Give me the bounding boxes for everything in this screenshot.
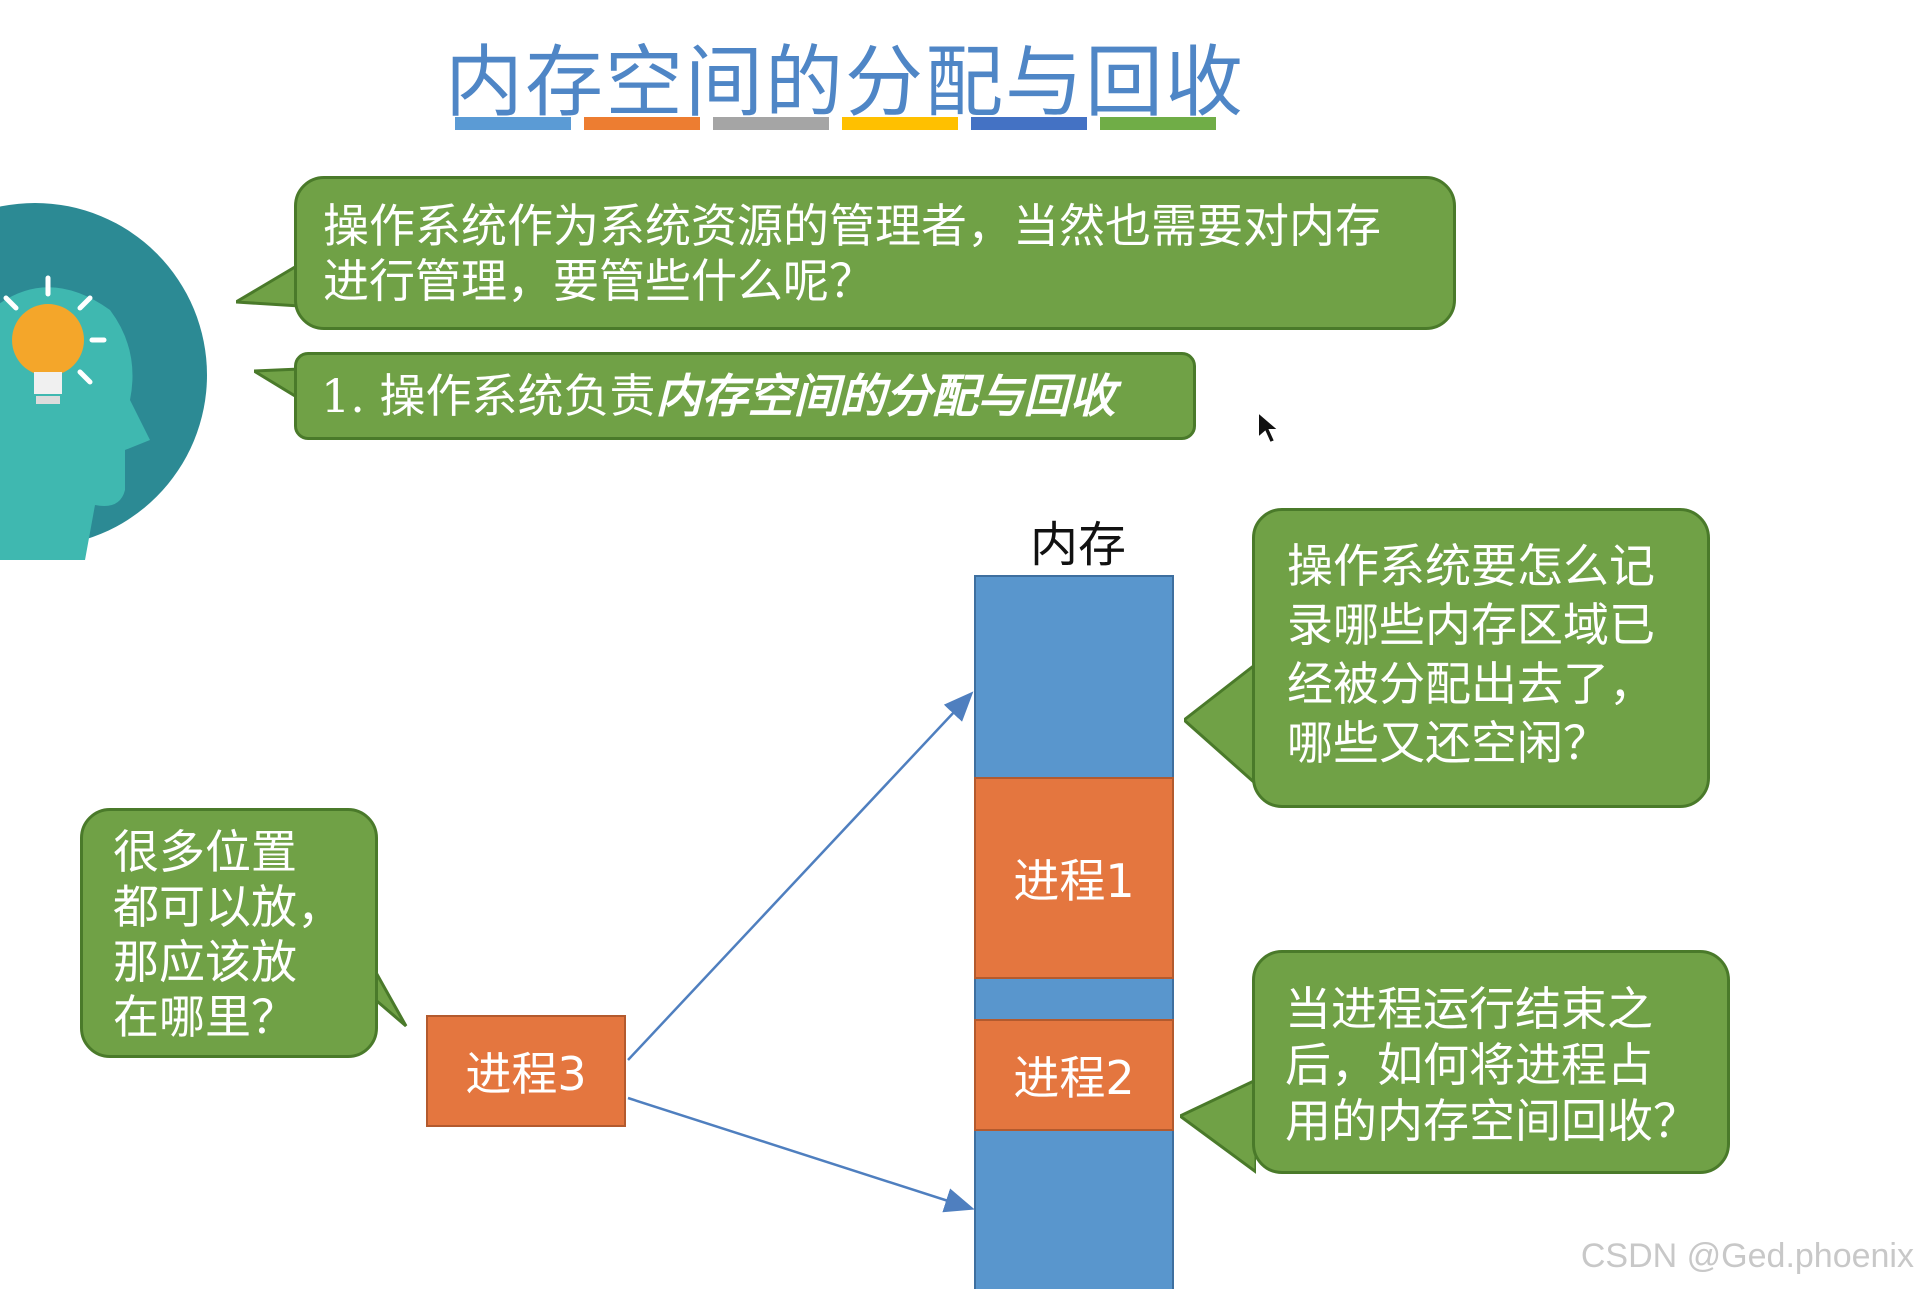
where-bubble: 很多位置 都可以放， 那应该放 在哪里？: [80, 808, 378, 1058]
record-line-3: 经被分配出去了，: [1287, 657, 1655, 711]
page-title: 内存空间的分配与回收: [444, 38, 1245, 128]
arrow-to-top-free: [627, 691, 974, 1061]
memory-free-block-middle: [974, 979, 1174, 1019]
where-line-4: 在哪里？: [113, 990, 297, 1044]
reclaim-line-2: 后，如何将进程占: [1285, 1038, 1653, 1092]
title-bar-1: [455, 117, 571, 130]
where-line-2: 都可以放，: [113, 880, 343, 934]
point1-bubble-tail: [254, 367, 300, 401]
intro-bubble-tail: [236, 262, 300, 308]
record-line-1: 操作系统要怎么记: [1287, 539, 1655, 593]
point1-prefix: 1. 操作系统负责: [321, 369, 656, 423]
title-bar-2: [584, 117, 700, 130]
memory-label: 内存: [1030, 517, 1127, 573]
intro-line-2: 进行管理，要管些什么呢？: [323, 254, 875, 309]
record-line-4: 哪些又还空闲？: [1287, 716, 1609, 770]
reclaim-bubble-tail: [1180, 1078, 1256, 1174]
title-bar-5: [971, 117, 1087, 130]
reclaim-line-1: 当进程运行结束之: [1285, 982, 1653, 1036]
reclaim-line-3: 用的内存空间回收？: [1285, 1094, 1699, 1148]
memory-free-block-top: [974, 575, 1174, 777]
record-bubble: 操作系统要怎么记 录哪些内存区域已 经被分配出去了， 哪些又还空闲？: [1252, 508, 1710, 808]
mouse-cursor-icon: [1257, 410, 1282, 445]
record-line-2: 录哪些内存区域已: [1287, 598, 1655, 652]
memory-free-block-bottom: [974, 1131, 1174, 1289]
title-bar-6: [1100, 117, 1216, 130]
where-line-3: 那应该放: [113, 935, 297, 989]
record-bubble-tail: [1184, 662, 1256, 787]
lightbulb-head-icon: [0, 203, 207, 560]
process2-label: 进程2: [1013, 1051, 1135, 1105]
intro-line-1: 操作系统作为系统资源的管理者，当然也需要对内存: [323, 199, 1381, 253]
title-bar-4: [842, 117, 958, 130]
where-line-1: 很多位置: [113, 825, 297, 879]
point1-emphasis: 内存空间的分配与回收: [655, 369, 1116, 423]
title-bar-3: [713, 117, 829, 130]
memory-process2-block: 进程2: [974, 1019, 1174, 1131]
point1-bubble: 1. 操作系统负责内存空间的分配与回收: [294, 352, 1196, 440]
arrow-to-bottom-free: [627, 1096, 975, 1213]
memory-process1-block: 进程1: [974, 777, 1174, 979]
process3-label: 进程3: [465, 1047, 587, 1101]
intro-bubble: 操作系统作为系统资源的管理者，当然也需要对内存 进行管理，要管些什么呢？: [294, 176, 1456, 330]
process1-label: 进程1: [1013, 854, 1135, 908]
watermark: CSDN @Ged.phoenix: [1580, 1237, 1914, 1275]
reclaim-bubble: 当进程运行结束之 后，如何将进程占 用的内存空间回收？: [1252, 950, 1730, 1174]
process3-block: 进程3: [426, 1015, 626, 1127]
